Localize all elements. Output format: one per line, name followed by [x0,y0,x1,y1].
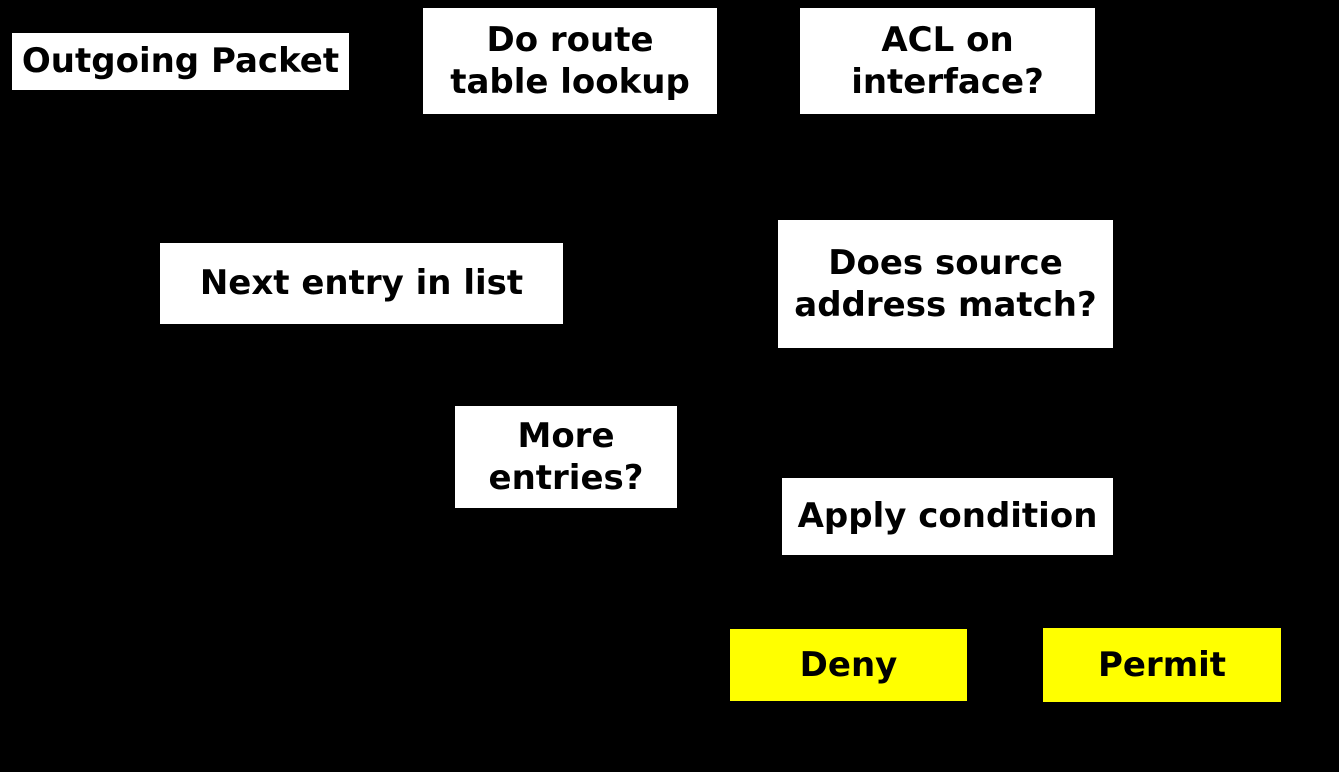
node-permit: Permit [1043,628,1281,702]
node-acl-on-interface: ACL on interface? [800,8,1095,114]
node-route-table-lookup: Do route table lookup [423,8,717,114]
node-more-entries: More entries? [455,406,677,508]
node-outgoing-packet: Outgoing Packet [12,33,349,90]
node-does-source-address-match: Does source address match? [778,220,1113,348]
node-apply-condition: Apply condition [782,478,1113,555]
node-deny: Deny [730,629,967,701]
node-next-entry-in-list: Next entry in list [160,243,563,324]
